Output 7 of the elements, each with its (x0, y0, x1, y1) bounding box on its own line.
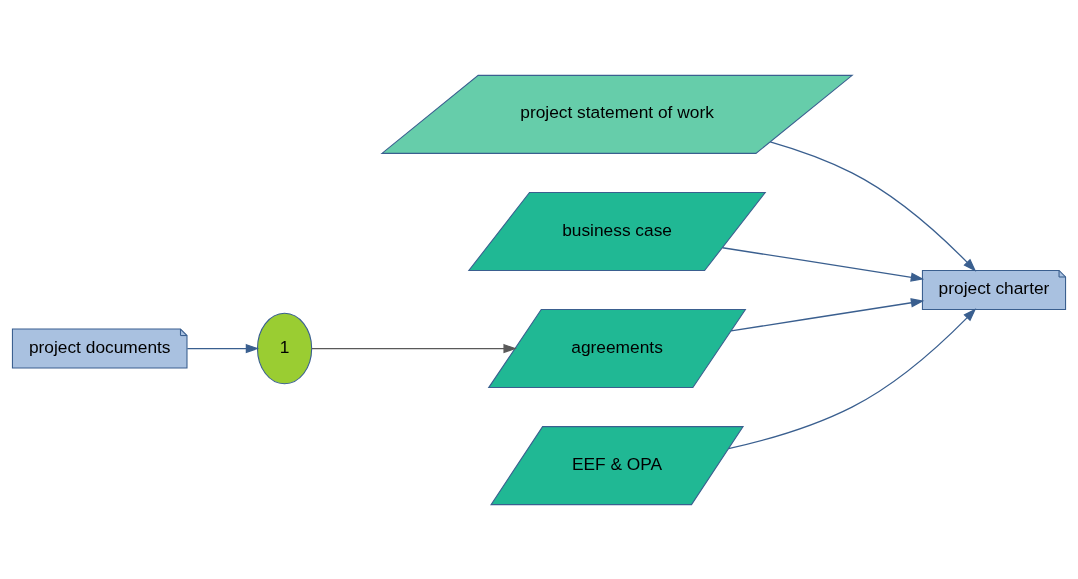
arrow (186, 343, 260, 353)
arrow (311, 343, 517, 353)
arrow (721, 246, 925, 282)
arrow (769, 140, 977, 272)
arrow (730, 297, 925, 332)
node-ellipse: 1 (256, 312, 313, 384)
arrow (727, 307, 977, 449)
